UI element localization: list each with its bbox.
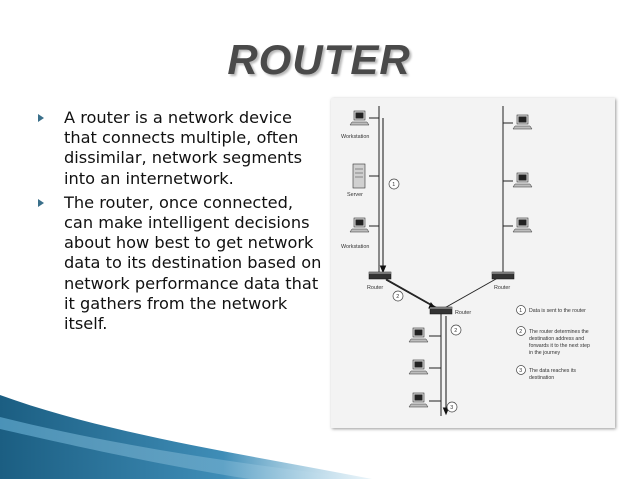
decorative-swoosh xyxy=(0,395,372,479)
svg-text:1: 1 xyxy=(519,308,522,314)
workstation-label: Workstation xyxy=(341,134,369,140)
legend-item: 1 Data is sent to the router xyxy=(516,305,586,315)
arrow-bullet-icon xyxy=(38,114,44,122)
svg-text:The data reaches its: The data reaches its xyxy=(529,368,576,374)
bullet-text: A router is a network device that connec… xyxy=(64,108,303,188)
router-icon xyxy=(429,306,453,315)
step-marker: 1 xyxy=(388,178,400,190)
server-icon xyxy=(352,163,366,189)
step-marker: 2 xyxy=(392,290,404,302)
diagram-canvas: Workstation Server Workstation Router Ro… xyxy=(341,106,590,416)
router-network-diagram: Workstation Server Workstation Router Ro… xyxy=(331,98,615,428)
svg-text:destination: destination xyxy=(529,375,554,381)
diagram-legend: 1 Data is sent to the router 2 The route… xyxy=(516,305,590,381)
router-label: Router xyxy=(367,285,383,291)
bullet-list: A router is a network device that connec… xyxy=(38,108,323,338)
bullet-text: The router, once connected, can make int… xyxy=(64,192,322,334)
svg-text:2: 2 xyxy=(454,328,457,334)
legend-item: 3 The data reaches its destination xyxy=(516,365,576,381)
svg-text:1: 1 xyxy=(392,182,395,188)
bullet-item: The router, once connected, can make int… xyxy=(38,193,323,334)
network-links xyxy=(369,106,513,416)
workstation-icon xyxy=(408,327,429,343)
workstation-icon xyxy=(408,359,429,375)
bullet-item: A router is a network device that connec… xyxy=(38,108,323,189)
arrow-bullet-icon xyxy=(38,198,44,207)
router-icon xyxy=(368,271,392,280)
svg-text:destination address and: destination address and xyxy=(529,336,584,342)
router-label: Router xyxy=(494,285,510,291)
workstation-icon xyxy=(512,114,533,130)
workstation-icon xyxy=(512,172,533,188)
data-flow-arrows xyxy=(379,118,450,416)
svg-text:2: 2 xyxy=(519,329,522,335)
workstation-label: Workstation xyxy=(341,244,369,250)
svg-text:3: 3 xyxy=(450,405,453,411)
router-label: Router xyxy=(455,310,471,316)
svg-text:3: 3 xyxy=(519,368,522,374)
svg-text:in the journey: in the journey xyxy=(529,350,561,356)
step-marker: 2 xyxy=(450,324,462,336)
workstation-icon xyxy=(349,110,370,126)
slide-title: ROUTER xyxy=(227,36,411,83)
svg-text:2: 2 xyxy=(396,294,399,300)
router-icon xyxy=(491,271,515,280)
legend-item: 2 The router determines the destination … xyxy=(516,326,590,356)
workstation-icon xyxy=(349,217,370,233)
server-label: Server xyxy=(347,192,363,198)
step-marker: 3 xyxy=(446,401,458,413)
svg-text:forwards it to the next step: forwards it to the next step xyxy=(529,343,590,349)
svg-text:The router determines the: The router determines the xyxy=(529,329,589,335)
workstation-icon xyxy=(512,217,533,233)
svg-text:Data is sent to the router: Data is sent to the router xyxy=(529,308,586,314)
